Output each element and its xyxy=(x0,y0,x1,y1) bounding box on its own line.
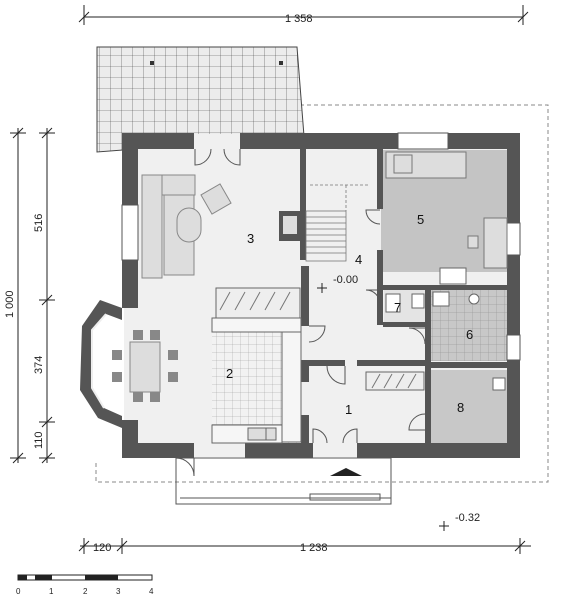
dim-top-total: 1 358 xyxy=(285,13,313,25)
bay-window xyxy=(80,300,122,428)
chair xyxy=(467,235,479,249)
dim-left-upper: 516 xyxy=(33,214,45,232)
room-label-2: 2 xyxy=(226,366,233,381)
interior-walls xyxy=(300,149,510,457)
hallway-shelf xyxy=(215,287,301,319)
level-floor-cross xyxy=(317,283,327,293)
dim-bottom xyxy=(78,538,531,554)
room-label-8: 8 xyxy=(457,400,464,415)
hall-bench-lines xyxy=(371,373,417,389)
dim-left-middle: 374 xyxy=(33,356,45,374)
dim-left xyxy=(10,127,55,464)
scale-tick-4: 4 xyxy=(149,587,154,596)
entrance-arrow xyxy=(330,468,362,476)
entrance-terrace xyxy=(175,457,392,505)
scale-bar xyxy=(17,574,153,581)
dim-left-lower: 110 xyxy=(33,431,45,449)
room-label-5: 5 xyxy=(417,212,424,227)
level-exterior-cross xyxy=(439,521,449,531)
armchair xyxy=(200,183,232,215)
scale-tick-3: 3 xyxy=(116,587,121,596)
dim-left-total: 1 000 xyxy=(4,290,16,318)
dining-table xyxy=(112,330,178,402)
level-floor: -0.00 xyxy=(333,274,358,286)
roof-overhang-outline xyxy=(95,104,549,483)
room-label-6: 6 xyxy=(466,327,473,342)
fireplace-opening xyxy=(283,216,297,234)
bed xyxy=(385,151,467,179)
dim-bottom-total: 1 238 xyxy=(300,542,328,554)
desk xyxy=(483,217,508,269)
roof-vent xyxy=(279,61,283,65)
room-label-1: 1 xyxy=(345,402,352,417)
bathroom-fixtures xyxy=(385,267,506,391)
level-exterior: -0.32 xyxy=(455,512,480,524)
room-label-4: 4 xyxy=(355,252,362,267)
roof-vent xyxy=(150,61,154,65)
staircase xyxy=(305,184,370,262)
bay-window-glass xyxy=(91,313,107,409)
outer-walls xyxy=(122,133,520,458)
kitchen-counter xyxy=(211,317,302,444)
room-label-7: 7 xyxy=(394,300,401,315)
scale-tick-1: 1 xyxy=(49,587,54,596)
room-label-3: 3 xyxy=(247,231,254,246)
dim-bottom-left: 120 xyxy=(93,542,111,554)
dim-top xyxy=(78,5,529,25)
sofa xyxy=(141,174,202,279)
scale-tick-2: 2 xyxy=(83,587,88,596)
windows xyxy=(121,132,521,361)
scale-tick-0: 0 xyxy=(16,587,21,596)
